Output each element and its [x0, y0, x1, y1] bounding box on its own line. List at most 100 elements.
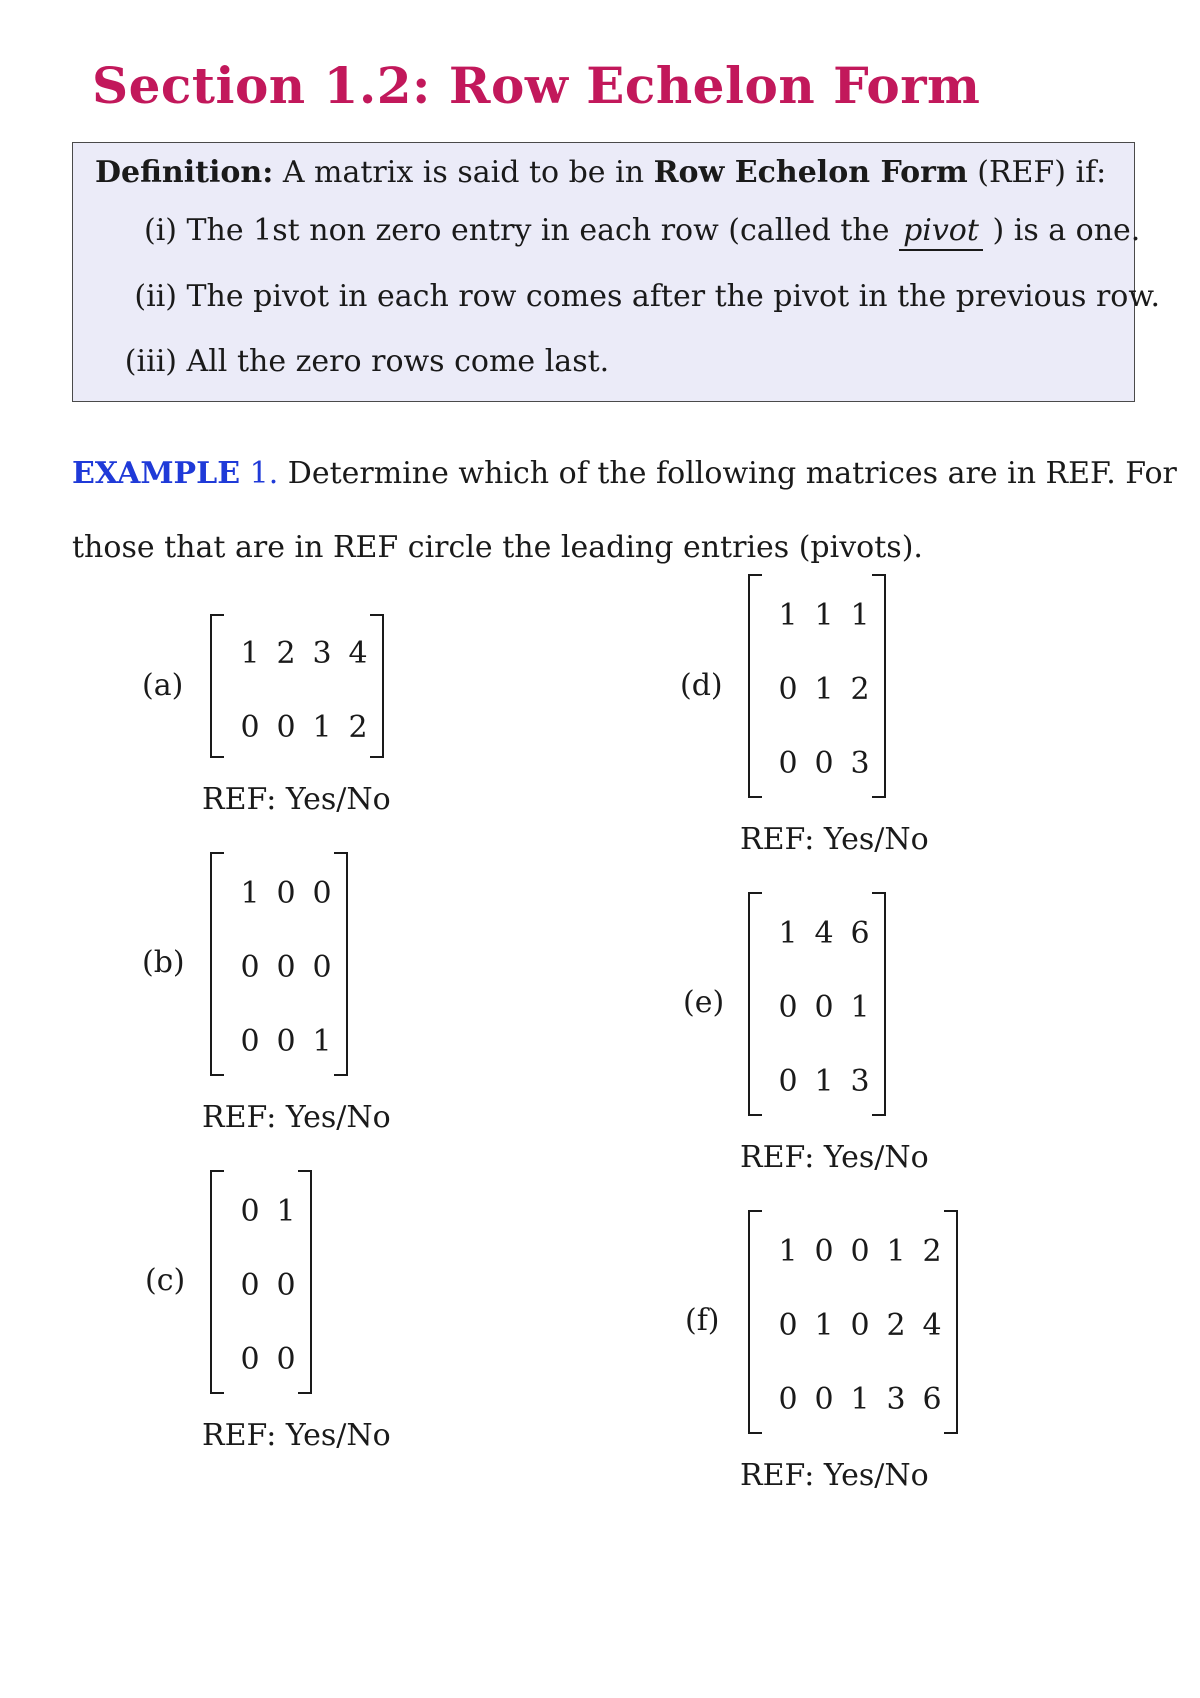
definition-label: Definition: — [95, 155, 274, 190]
matrix-entry: 0 — [312, 950, 332, 985]
definition-box: Definition: A matrix is said to be in Ro… — [72, 142, 1160, 402]
matrix-entry: 6 — [922, 1382, 942, 1417]
matrix-entry: 4 — [922, 1308, 942, 1343]
matrix-entry: 1 — [778, 916, 798, 951]
matrix-entry: 2 — [922, 1234, 942, 1269]
matrix-entry: 0 — [814, 1234, 834, 1269]
matrix-entry: 4 — [814, 916, 834, 951]
matrix-entry: 0 — [240, 1342, 260, 1377]
matrix-c-ref-answer: REF: Yes/No — [202, 1418, 391, 1453]
left-bracket — [210, 1170, 224, 1394]
matrix-d-ref-answer: REF: Yes/No — [740, 822, 929, 857]
matrix-entry: 0 — [778, 1064, 798, 1099]
matrix-f-label: (f) — [685, 1303, 720, 1338]
matrix-entry: 1 — [312, 710, 332, 745]
matrix-e-label: (e) — [683, 985, 725, 1020]
pivot-term: pivot — [899, 215, 983, 251]
matrix-entry: 3 — [312, 636, 332, 671]
matrix-d-label: (d) — [680, 668, 723, 703]
matrix-entry: 0 — [814, 746, 834, 781]
matrix-entry: 0 — [850, 1308, 870, 1343]
page-title: Section 1.2: Row Echelon Form — [92, 56, 981, 115]
matrix-entry: 1 — [850, 990, 870, 1025]
item-text: The 1st non zero entry in each row (call… — [186, 213, 890, 248]
example-label: EXAMPLE — [72, 456, 241, 491]
item-text: The pivot in each row comes after the pi… — [186, 279, 1161, 314]
matrix-entry: 0 — [276, 710, 296, 745]
right-bracket — [334, 852, 348, 1076]
matrix-entry: 0 — [276, 1342, 296, 1377]
matrix-entry: 0 — [276, 950, 296, 985]
left-bracket — [210, 852, 224, 1076]
example-number: 1. — [249, 456, 279, 491]
matrix-a-label: (a) — [142, 668, 184, 703]
matrix-entry: 1 — [240, 636, 260, 671]
matrix-entry: 0 — [240, 1024, 260, 1059]
matrix-b-ref-answer: REF: Yes/No — [202, 1100, 391, 1135]
matrix-entry: 0 — [276, 1024, 296, 1059]
matrix-entry: 0 — [240, 1268, 260, 1303]
matrix-entry: 0 — [778, 990, 798, 1025]
definition-item-3: (iii) All the zero rows come last. — [95, 344, 609, 379]
definition-item-2: (ii) The pivot in each row comes after t… — [95, 279, 1160, 314]
matrix-entry: 0 — [276, 1268, 296, 1303]
matrix-f-ref-answer: REF: Yes/No — [740, 1458, 929, 1493]
matrix-entry: 0 — [814, 990, 834, 1025]
example-prompt-line-1: EXAMPLE 1. Determine which of the follow… — [72, 456, 1177, 491]
left-bracket — [748, 574, 762, 798]
right-bracket — [370, 614, 384, 758]
item-number: (i) — [143, 213, 177, 248]
matrix-entry: 0 — [240, 710, 260, 745]
matrix-entry: 0 — [850, 1234, 870, 1269]
item-text-end: ) is a one. — [992, 213, 1141, 248]
matrix-entry: 0 — [240, 950, 260, 985]
right-bracket — [872, 574, 886, 798]
matrix-a-ref-answer: REF: Yes/No — [202, 782, 391, 817]
matrix-entry: 1 — [312, 1024, 332, 1059]
right-bracket — [298, 1170, 312, 1394]
definition-heading: Definition: A matrix is said to be in Ro… — [95, 155, 1106, 190]
matrix-c-label: (c) — [145, 1263, 186, 1298]
item-text: All the zero rows come last. — [186, 344, 610, 379]
matrix-entry: 1 — [850, 598, 870, 633]
matrix-entry: 1 — [814, 1308, 834, 1343]
matrix-entry: 0 — [778, 1308, 798, 1343]
definition-intro-end: (REF) if: — [977, 155, 1107, 190]
matrix-entry: 1 — [778, 1234, 798, 1269]
matrix-entry: 3 — [886, 1382, 906, 1417]
definition-term: Row Echelon Form — [653, 155, 968, 190]
matrix-entry: 1 — [240, 876, 260, 911]
matrix-entry: 1 — [276, 1194, 296, 1229]
example-text: Determine which of the following matrice… — [287, 456, 1177, 491]
matrix-entry: 0 — [778, 746, 798, 781]
item-number: (iii) — [124, 344, 177, 379]
matrix-entry: 0 — [276, 876, 296, 911]
left-bracket — [210, 614, 224, 758]
matrix-entry: 0 — [814, 1382, 834, 1417]
matrix-entry: 1 — [850, 1382, 870, 1417]
matrix-b-label: (b) — [142, 945, 185, 980]
matrix-entry: 0 — [778, 1382, 798, 1417]
definition-item-1: (i) The 1st non zero entry in each row (… — [95, 213, 1140, 251]
